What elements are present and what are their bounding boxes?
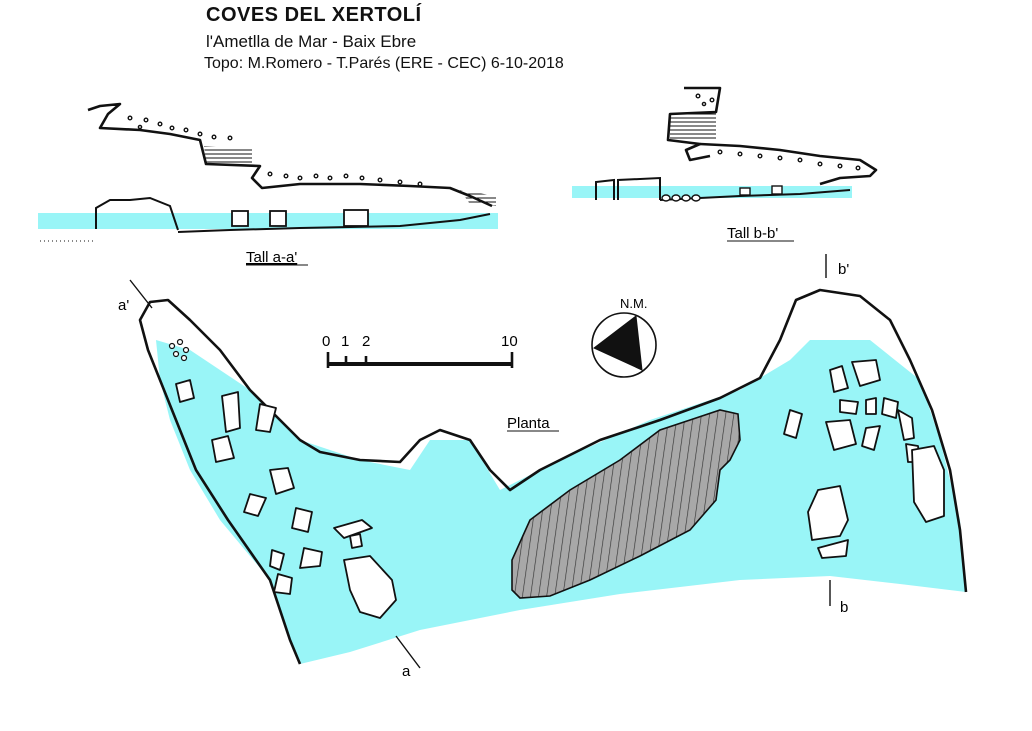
map-credits: Topo: M.Romero - T.Parés (ERE - CEC) 6-1… (204, 55, 564, 72)
section-b-b (572, 86, 878, 202)
marker-b-prime: b' (838, 261, 849, 278)
section-a-marker-line (395, 635, 421, 669)
section-a-water (38, 213, 498, 229)
scale-bar (326, 352, 514, 368)
marker-a: a (402, 663, 411, 680)
section-b-ceiling-rubble (695, 93, 861, 171)
scale-tick-2: 2 (362, 333, 370, 350)
section-a-block-2 (269, 210, 287, 227)
scale-tick-10: 10 (501, 333, 518, 350)
north-label: N.M. (620, 296, 647, 311)
section-b-floor-pebbles (661, 185, 783, 202)
section-a-ceiling (87, 102, 493, 208)
section-b-ceiling-strata (670, 112, 716, 140)
map-location: l'Ametlla de Mar - Baix Ebre (206, 32, 417, 51)
scale-tick-0: 0 (322, 333, 330, 350)
scale-tick-1: 1 (341, 333, 349, 350)
section-a-a (38, 102, 498, 242)
section-b-ceiling-block (666, 86, 722, 162)
section-a-ceiling-rubble (127, 115, 423, 187)
section-b-label: Tall b-b' (727, 225, 778, 242)
marker-a-prime: a' (118, 297, 129, 314)
section-a-prime-marker-line (129, 279, 153, 309)
plan-blocks-right (783, 359, 945, 559)
section-a-label: Tall a-a' (246, 249, 297, 266)
section-b-ceiling (699, 142, 878, 186)
section-a-block-3 (343, 209, 369, 227)
plan-pebbles-left (168, 338, 190, 362)
section-a-ceiling-strata-right (460, 190, 496, 206)
section-a-floor (95, 196, 491, 233)
plan-label: Planta (507, 415, 550, 432)
north-arrow-icon (591, 312, 657, 378)
plan-pillar (511, 409, 741, 599)
section-a-block-1 (231, 210, 249, 227)
plan-blocks-left (175, 379, 397, 619)
plan-outline (138, 288, 968, 665)
section-a-ceiling-strata (204, 146, 252, 164)
marker-b: b (840, 599, 848, 616)
map-title: COVES DEL XERTOLÍ (206, 4, 422, 26)
plan-view (129, 254, 968, 669)
